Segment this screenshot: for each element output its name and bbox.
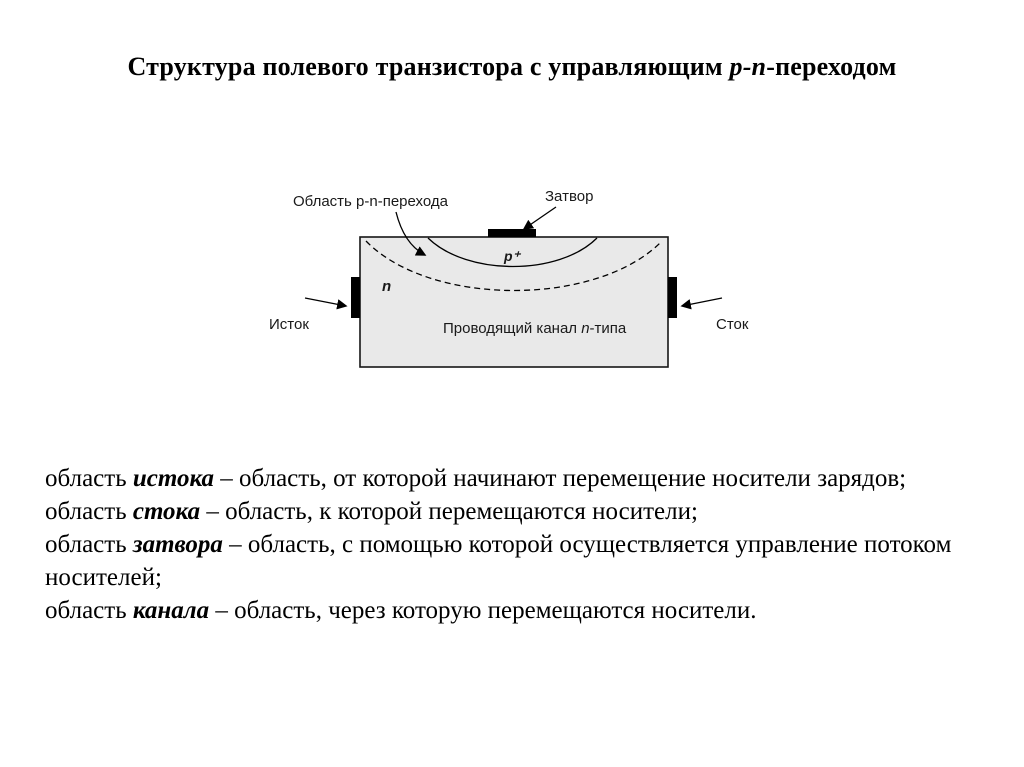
title-text-2: -переходом — [766, 52, 897, 81]
def-drain-prefix: область — [45, 498, 133, 525]
definition-gate: область затвора – область, с помощью кот… — [45, 528, 977, 594]
def-gate-rest: – область, с помощью которой осуществляе… — [45, 531, 952, 591]
def-source-prefix: область — [45, 465, 133, 492]
source-label: Исток — [269, 316, 309, 333]
gate-callout-arrow — [522, 206, 557, 230]
channel-label-part2: -типа — [590, 320, 627, 337]
depletion-region-dashed-curve — [365, 240, 663, 292]
definition-channel: область канала – область, через которую … — [45, 594, 977, 627]
def-drain-term: стока — [132, 498, 201, 525]
source-arrow — [304, 297, 348, 310]
p-region-boundary-curve — [427, 237, 598, 268]
title-pn-italic: p-n — [729, 52, 767, 81]
source-contact — [351, 277, 360, 318]
definition-source: область истока – область, от которой нач… — [45, 462, 977, 495]
drain-label: Сток — [716, 316, 749, 333]
channel-label-part1: Проводящий канал — [443, 320, 581, 337]
p-plus-region-label: p⁺ — [503, 248, 522, 264]
drain-contact — [668, 277, 677, 318]
def-drain-rest: – область, к которой перемещаются носите… — [200, 498, 698, 525]
gate-contact — [488, 229, 536, 237]
drain-arrow — [680, 297, 723, 310]
def-channel-prefix: область — [45, 597, 133, 624]
channel-label: Проводящий канал n-типа — [443, 320, 627, 337]
def-channel-term: канала — [132, 597, 210, 624]
channel-label-n: n — [581, 320, 589, 337]
junction-callout-arrow — [395, 211, 427, 256]
def-channel-rest: – область, через которую перемещаются но… — [209, 597, 757, 624]
definitions-block: область истока – область, от которой нач… — [45, 462, 977, 627]
definition-drain: область стока – область, к которой перем… — [45, 495, 977, 528]
def-gate-term: затвора — [132, 531, 223, 558]
gate-label: Затвор — [545, 188, 593, 205]
n-region-label: n — [382, 278, 391, 295]
def-source-term: истока — [132, 465, 215, 492]
def-source-rest: – область, от которой начинают перемещен… — [214, 465, 907, 492]
title-text-1: Структура полевого транзистора с управля… — [127, 52, 730, 81]
jfet-structure-diagram: Область p-n-перехода Затвор p⁺ n Проводя… — [269, 188, 749, 368]
def-gate-prefix: область — [45, 531, 133, 558]
slide-title: Структура полевого транзистора с управля… — [0, 52, 1024, 82]
junction-region-label: Область p-n-перехода — [293, 193, 449, 210]
